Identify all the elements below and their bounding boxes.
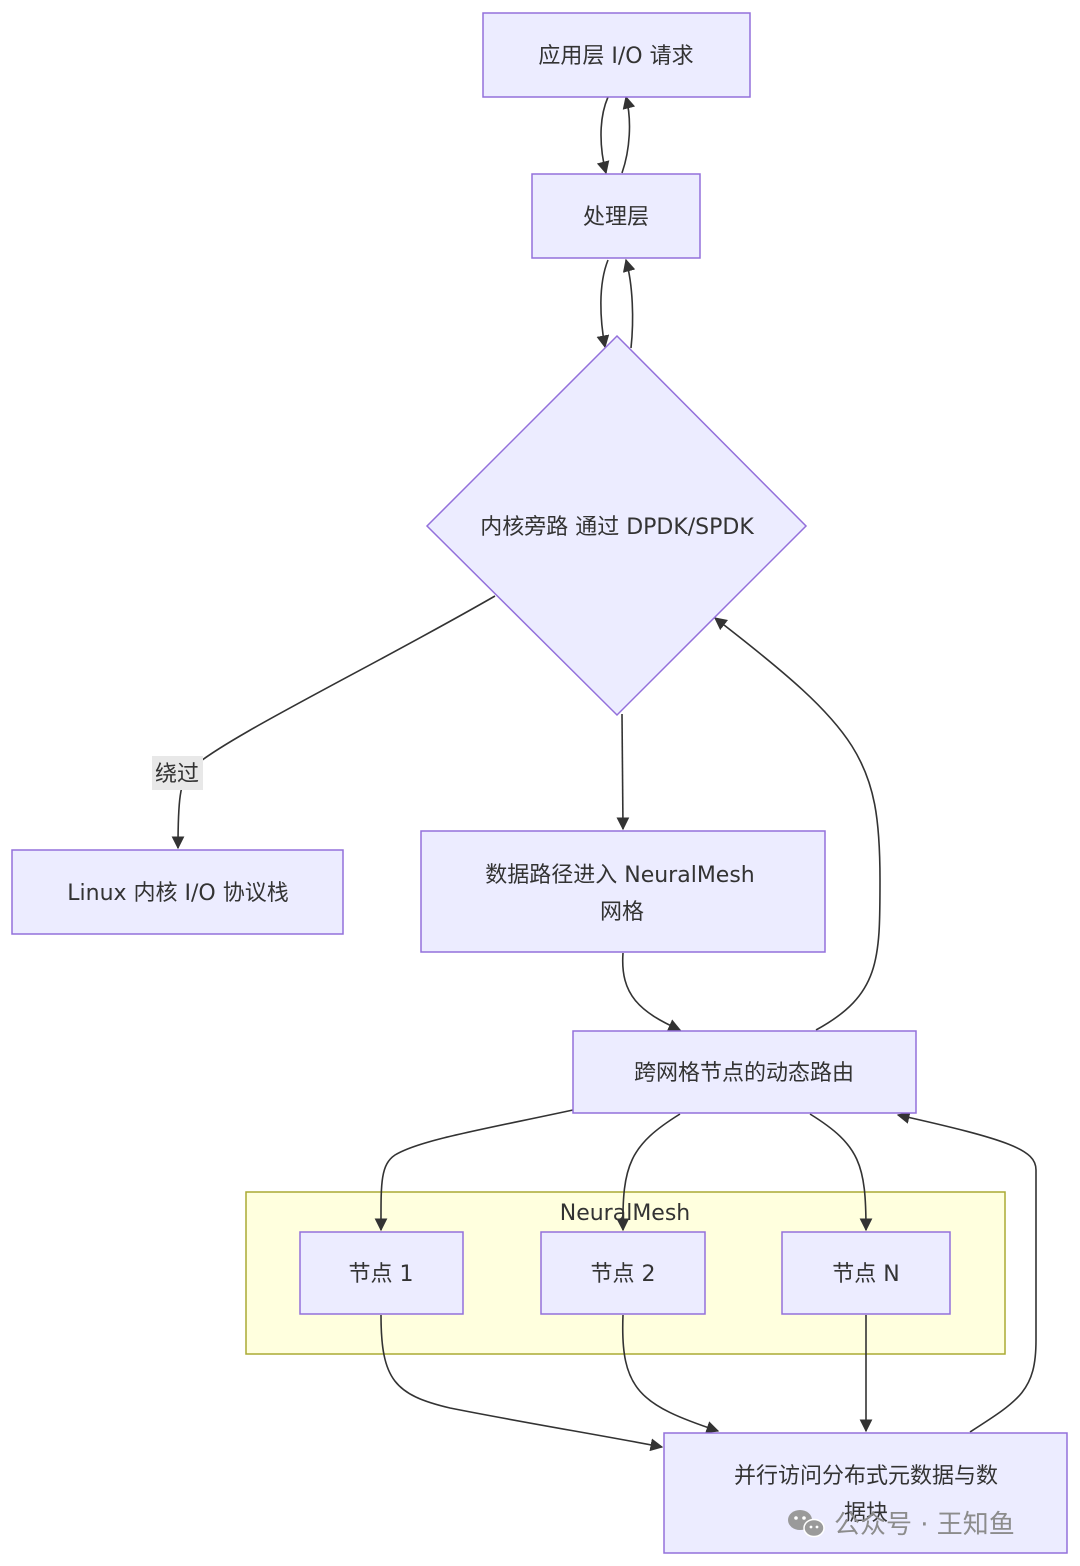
edge-bypass-to-datapath [616, 713, 630, 831]
edge-processing-to-bypass [596, 259, 610, 349]
edge-parallel-to-routing [896, 1111, 1037, 1433]
node-parallel-label-line1: 并行访问分布式元数据与数 [734, 1464, 998, 1489]
node-datapath-label-line1: 数据路径进入 NeuralMesh [485, 863, 755, 888]
node-n-label: 节点 N [832, 1262, 899, 1287]
edge-routing-to-node2 [616, 1113, 681, 1232]
node-parallel-access: 并行访问分布式元数据与数 据块 [663, 1432, 1068, 1554]
node-1: 节点 1 [299, 1231, 464, 1315]
edges [171, 95, 1037, 1452]
watermark: 公众号 · 王知鱼 [788, 1510, 1015, 1540]
edge-node2-to-parallel [621, 1314, 720, 1434]
node-linux-stack-label: Linux 内核 I/O 协议栈 [67, 881, 288, 906]
node-routing-label: 跨网格节点的动态路由 [634, 1061, 854, 1086]
edge-routing-to-node1 [374, 1109, 574, 1232]
cluster-label: NeuralMesh [560, 1201, 691, 1226]
node-2: 节点 2 [540, 1231, 706, 1315]
edge-label-text: 绕过 [155, 762, 199, 787]
node-bypass-decision: 内核旁路 通过 DPDK/SPDK [425, 334, 808, 717]
node-datapath-label-line2: 网格 [600, 900, 644, 925]
node-processing: 处理层 [531, 173, 701, 259]
node-1-label: 节点 1 [349, 1262, 414, 1287]
node-routing: 跨网格节点的动态路由 [572, 1030, 917, 1114]
edge-processing-to-app [621, 95, 636, 174]
node-n: 节点 N [781, 1231, 951, 1315]
node-parallel-label-line2: 据块 [844, 1501, 888, 1526]
edge-label-bypass: 绕过 [152, 756, 203, 790]
node-processing-label: 处理层 [583, 205, 649, 230]
edge-node1-to-parallel [380, 1314, 664, 1452]
edge-bypass-to-processing [622, 258, 636, 349]
edge-routing-to-nodeN [809, 1113, 873, 1232]
node-2-label: 节点 2 [591, 1262, 656, 1287]
node-bypass-label: 内核旁路 通过 DPDK/SPDK [480, 515, 754, 540]
node-linux-stack: Linux 内核 I/O 协议栈 [11, 849, 344, 935]
edge-routing-to-bypass [713, 617, 881, 1031]
node-app-io-label: 应用层 I/O 请求 [538, 44, 693, 69]
edge-bypass-to-linux [171, 595, 496, 850]
watermark-text: 公众号 · 王知鱼 [834, 1510, 1015, 1540]
node-datapath: 数据路径进入 NeuralMesh 网格 [420, 830, 826, 953]
wechat-icon [788, 1510, 825, 1538]
node-app-io: 应用层 I/O 请求 [482, 12, 751, 98]
edge-app-to-processing [596, 96, 610, 175]
edge-datapath-to-routing [621, 952, 682, 1032]
